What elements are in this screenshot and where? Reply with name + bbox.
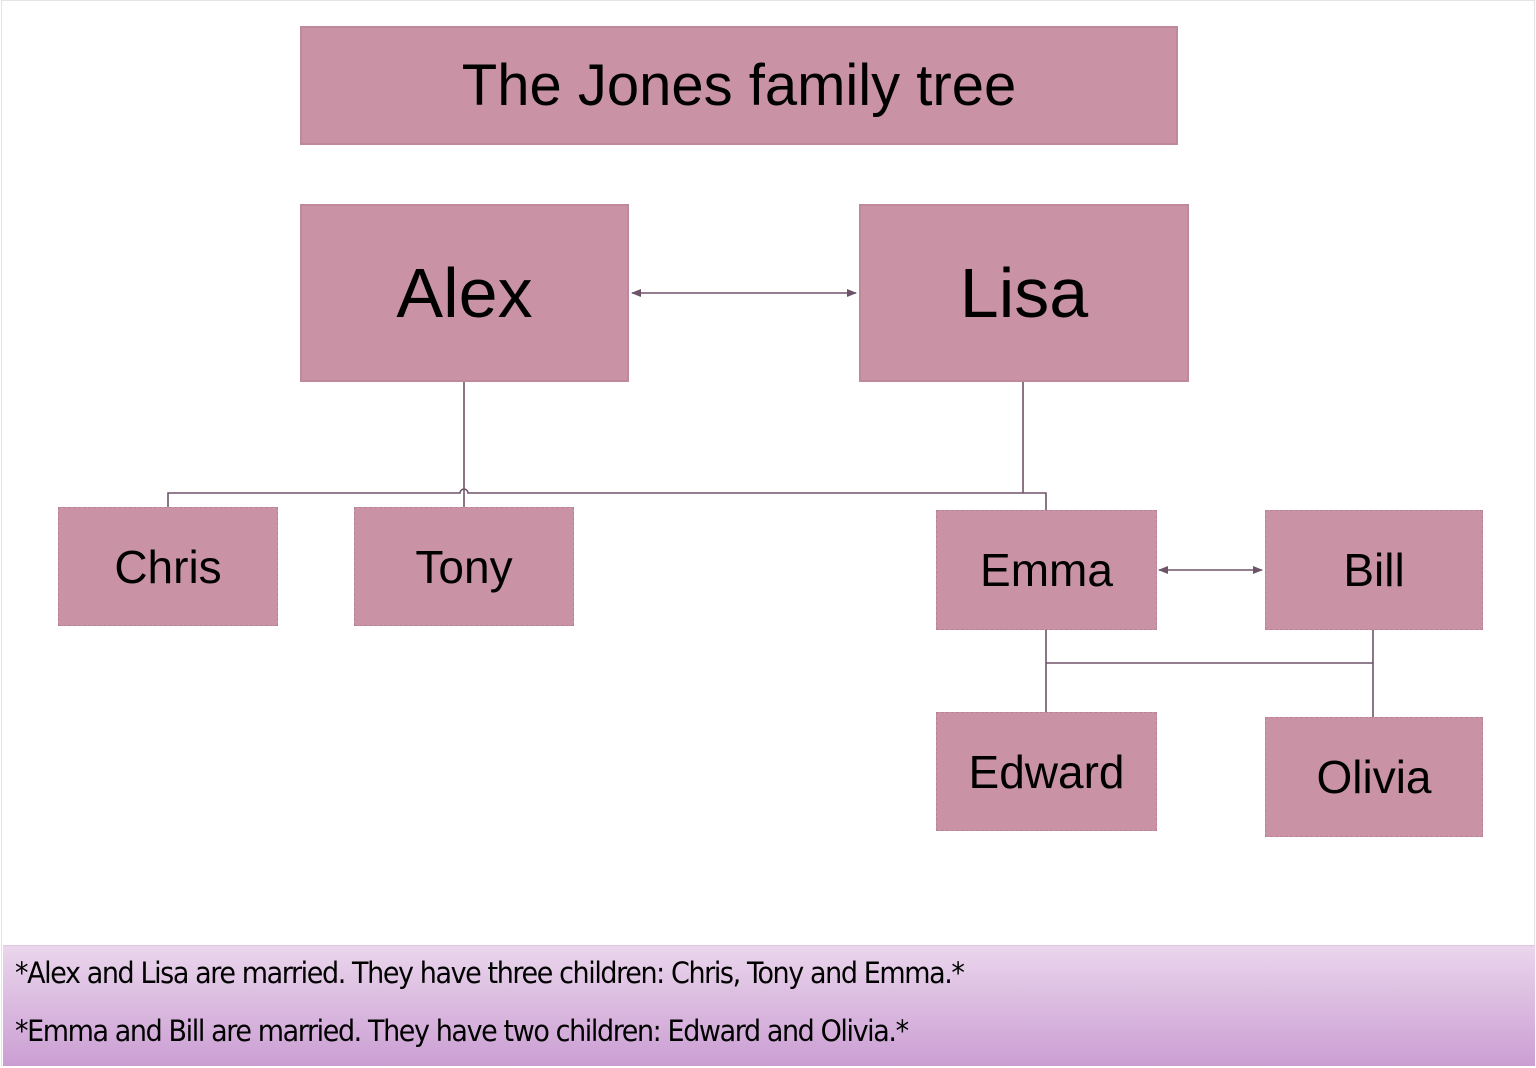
node-chris[interactable]: Chris — [58, 507, 278, 626]
node-lisa[interactable]: Lisa — [859, 204, 1189, 382]
page-title: The Jones family tree — [300, 26, 1178, 145]
node-emma[interactable]: Emma — [936, 510, 1157, 630]
note-line-1: *Alex and Lisa are married. They have th… — [15, 956, 965, 990]
node-bill[interactable]: Bill — [1265, 510, 1483, 630]
notes-footer: *Alex and Lisa are married. They have th… — [3, 945, 1535, 1066]
node-tony[interactable]: Tony — [354, 507, 574, 626]
node-alex[interactable]: Alex — [300, 204, 629, 382]
connector-children-bar — [167, 488, 1047, 510]
node-edward[interactable]: Edward — [936, 712, 1157, 831]
node-olivia[interactable]: Olivia — [1265, 717, 1483, 837]
note-line-2: *Emma and Bill are married. They have tw… — [15, 1014, 909, 1048]
